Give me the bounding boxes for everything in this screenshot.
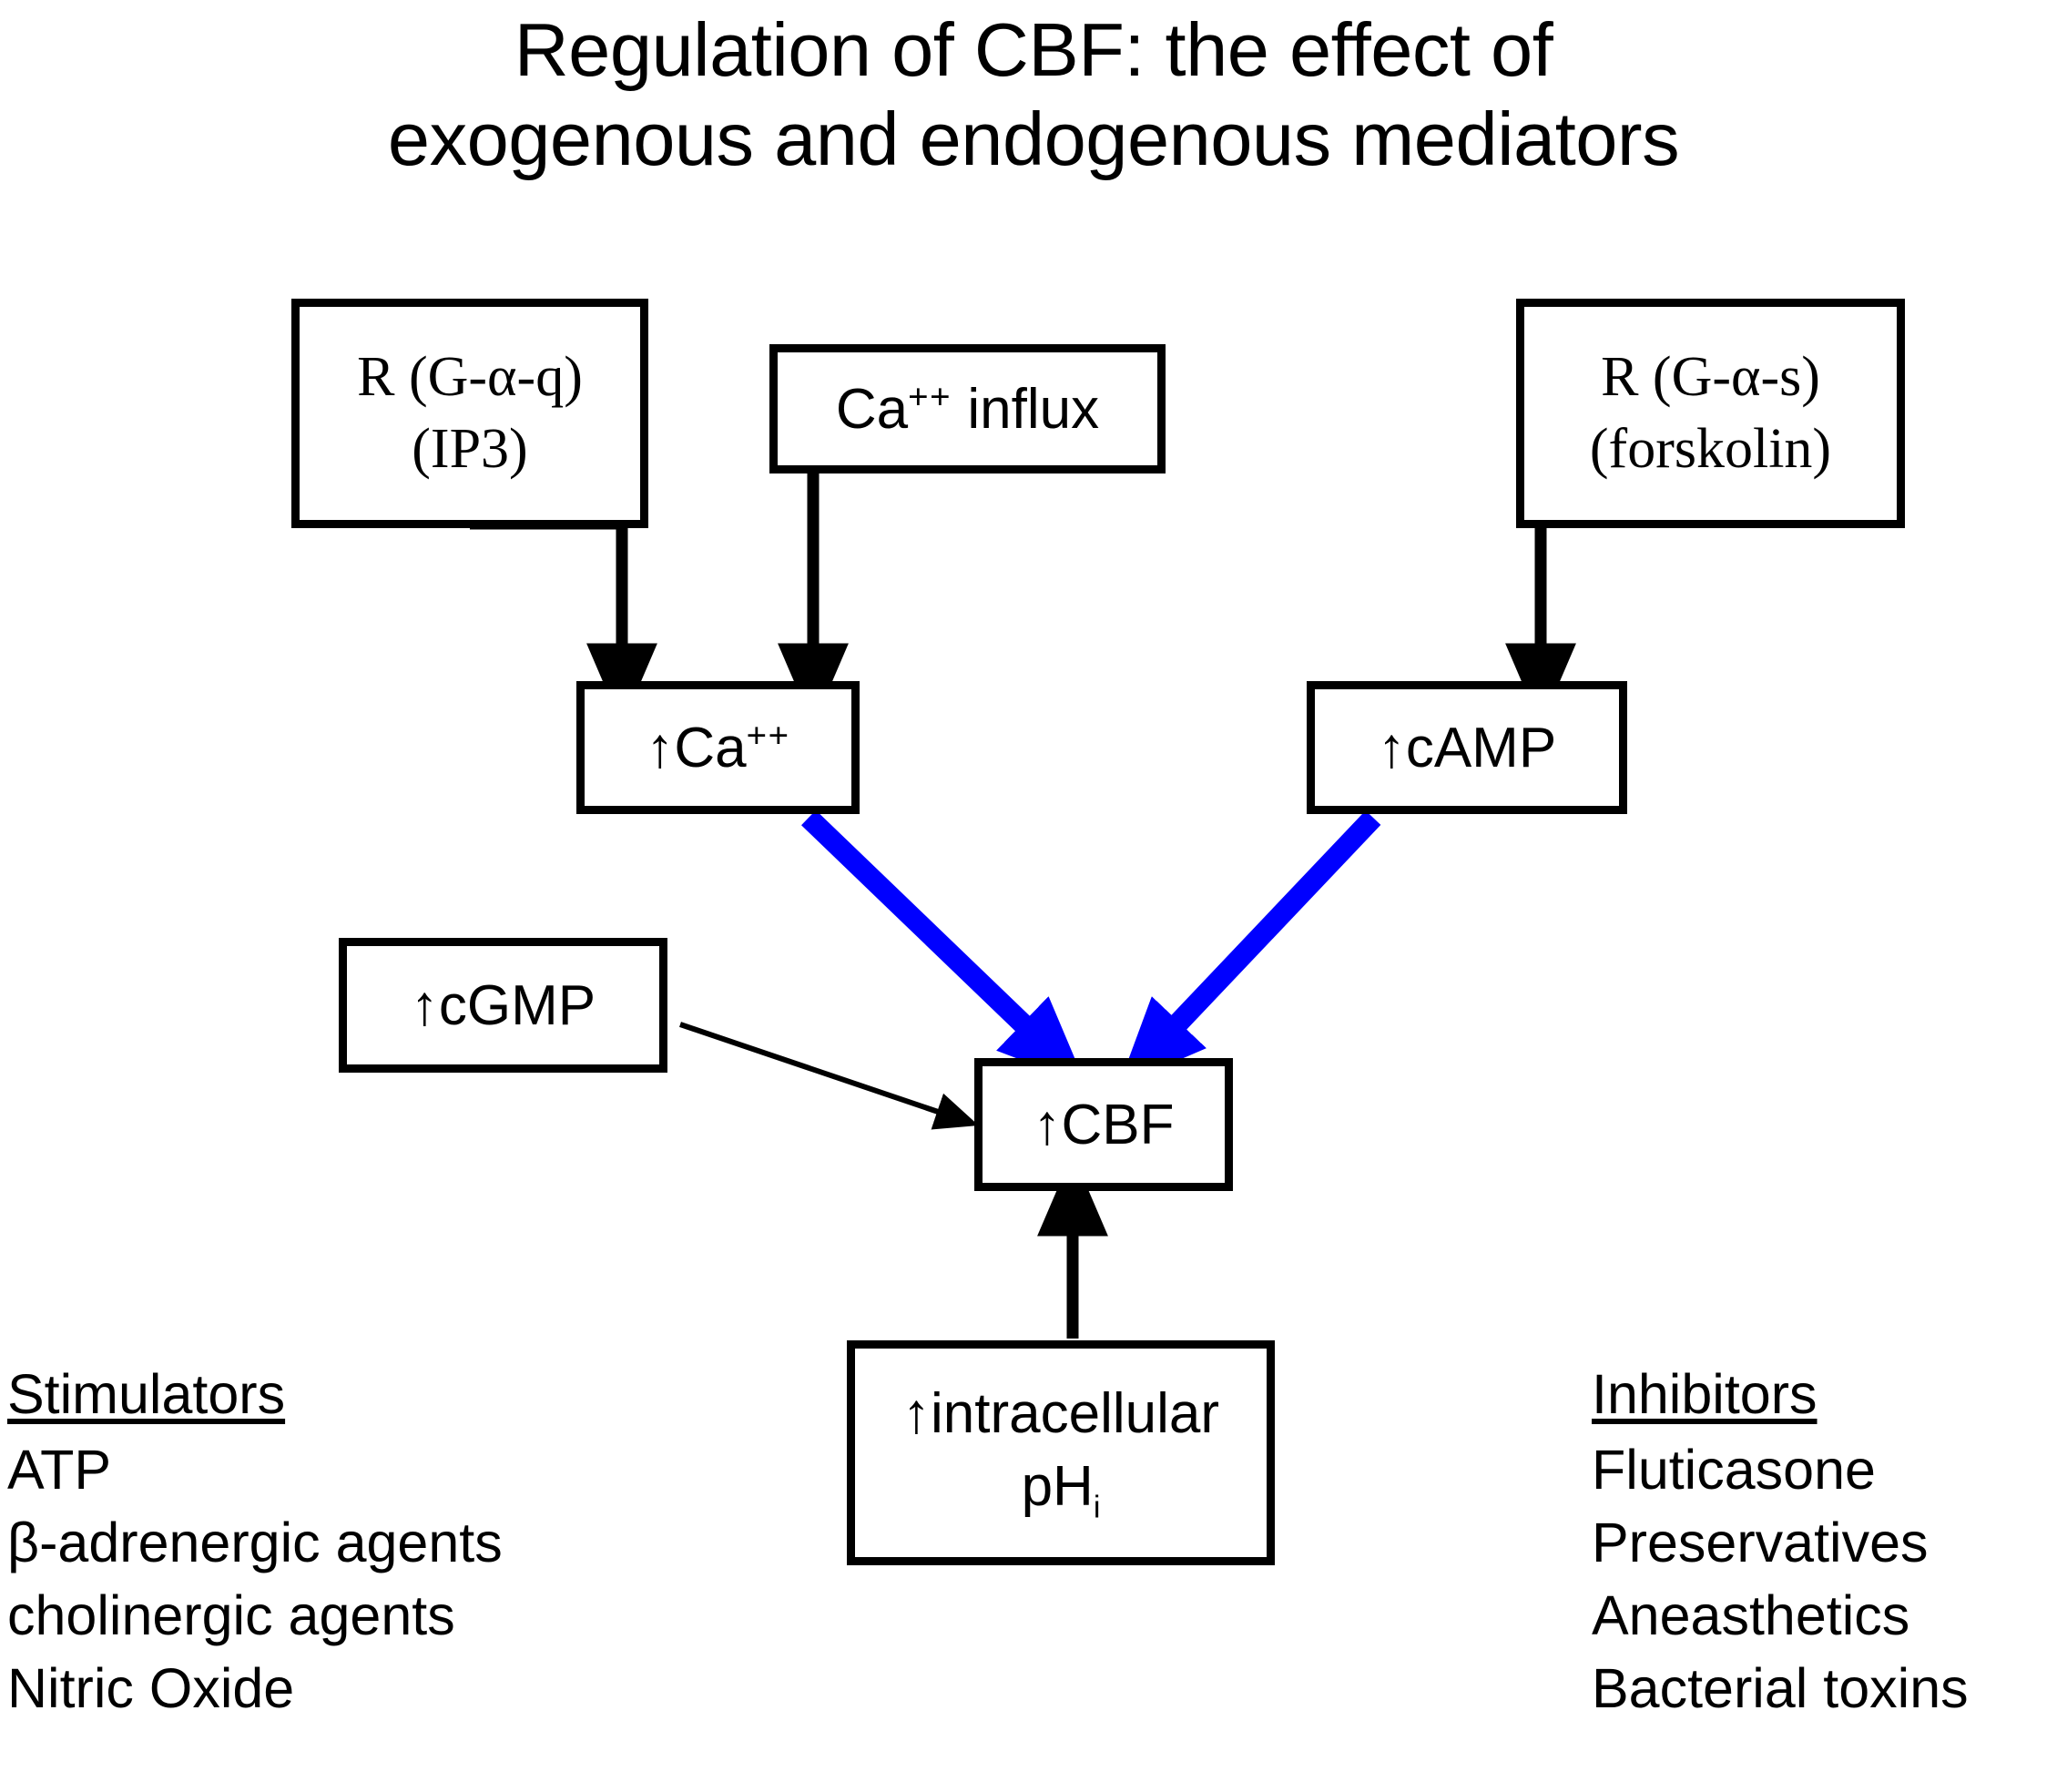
node-increased-cgmp-label: ↑cGMP xyxy=(410,973,596,1037)
node-increased-intracellular-ph-line2: pHi xyxy=(1022,1451,1101,1528)
influx-word: influx xyxy=(967,377,1100,441)
node-receptor-g-alpha-q-line1: R (G-α-q) xyxy=(357,345,583,408)
stimulators-list: Stimulators ATP β-adrenergic agents chol… xyxy=(7,1359,503,1726)
increased-calcium-symbol: ↑Ca xyxy=(646,716,747,779)
list-item: cholinergic agents xyxy=(7,1583,455,1646)
inhibitors-list: Inhibitors Fluticasone Preservatives Ane… xyxy=(1592,1359,1969,1726)
node-increased-intracellular-ph[interactable]: ↑intracellular pHi xyxy=(847,1340,1275,1565)
list-item: β-adrenergic agents xyxy=(7,1511,503,1573)
calcium-charge-superscript: ++ xyxy=(908,376,952,416)
increased-calcium-charge-superscript: ++ xyxy=(746,715,790,755)
list-item: Preservatives xyxy=(1592,1511,1929,1573)
node-receptor-g-alpha-q-line2: (IP3) xyxy=(412,418,528,480)
ph-subscript: i xyxy=(1093,1490,1101,1525)
node-receptor-g-alpha-s[interactable]: R (G-α-s) (forskolin) xyxy=(1516,299,1905,528)
list-item: Bacterial toxins xyxy=(1592,1656,1969,1719)
page-title: Regulation of CBF: the effect of exogeno… xyxy=(387,7,1680,181)
edge-camp-to-cbf xyxy=(1118,810,1381,1086)
ph-symbol: pH xyxy=(1021,1455,1094,1519)
node-increased-camp-label: ↑cAMP xyxy=(1377,716,1557,779)
node-increased-calcium-label: ↑Ca++ xyxy=(646,716,789,780)
list-item: Nitric Oxide xyxy=(7,1656,295,1719)
edge-cgmp-to-cbf xyxy=(679,1022,979,1130)
node-increased-cbf-label: ↑CBF xyxy=(1033,1093,1175,1156)
node-increased-camp[interactable]: ↑cAMP xyxy=(1307,681,1627,814)
stimulators-heading: Stimulators xyxy=(7,1363,286,1425)
node-calcium-influx-label: Ca++ influx xyxy=(836,377,1099,442)
node-receptor-g-alpha-s-line1: R (G-α-s) xyxy=(1601,345,1820,408)
node-increased-cgmp[interactable]: ↑cGMP xyxy=(339,938,667,1073)
node-calcium-influx[interactable]: Ca++ influx xyxy=(769,344,1166,473)
list-item: ATP xyxy=(7,1438,112,1501)
edge-gaq-to-ca-up xyxy=(470,517,657,727)
node-increased-cbf[interactable]: ↑CBF xyxy=(974,1058,1233,1191)
list-item: Aneasthetics xyxy=(1592,1583,1910,1646)
node-increased-intracellular-ph-line1: ↑intracellular xyxy=(901,1381,1220,1445)
node-receptor-g-alpha-s-line2: (forskolin) xyxy=(1589,418,1832,480)
list-item: Fluticasone xyxy=(1592,1438,1876,1501)
calcium-symbol: Ca xyxy=(835,377,909,441)
node-increased-calcium[interactable]: ↑Ca++ xyxy=(576,681,860,814)
inhibitors-heading: Inhibitors xyxy=(1592,1363,1818,1425)
edge-ca-up-to-cbf xyxy=(801,809,1086,1084)
node-receptor-g-alpha-q[interactable]: R (G-α-q) (IP3) xyxy=(291,299,648,528)
